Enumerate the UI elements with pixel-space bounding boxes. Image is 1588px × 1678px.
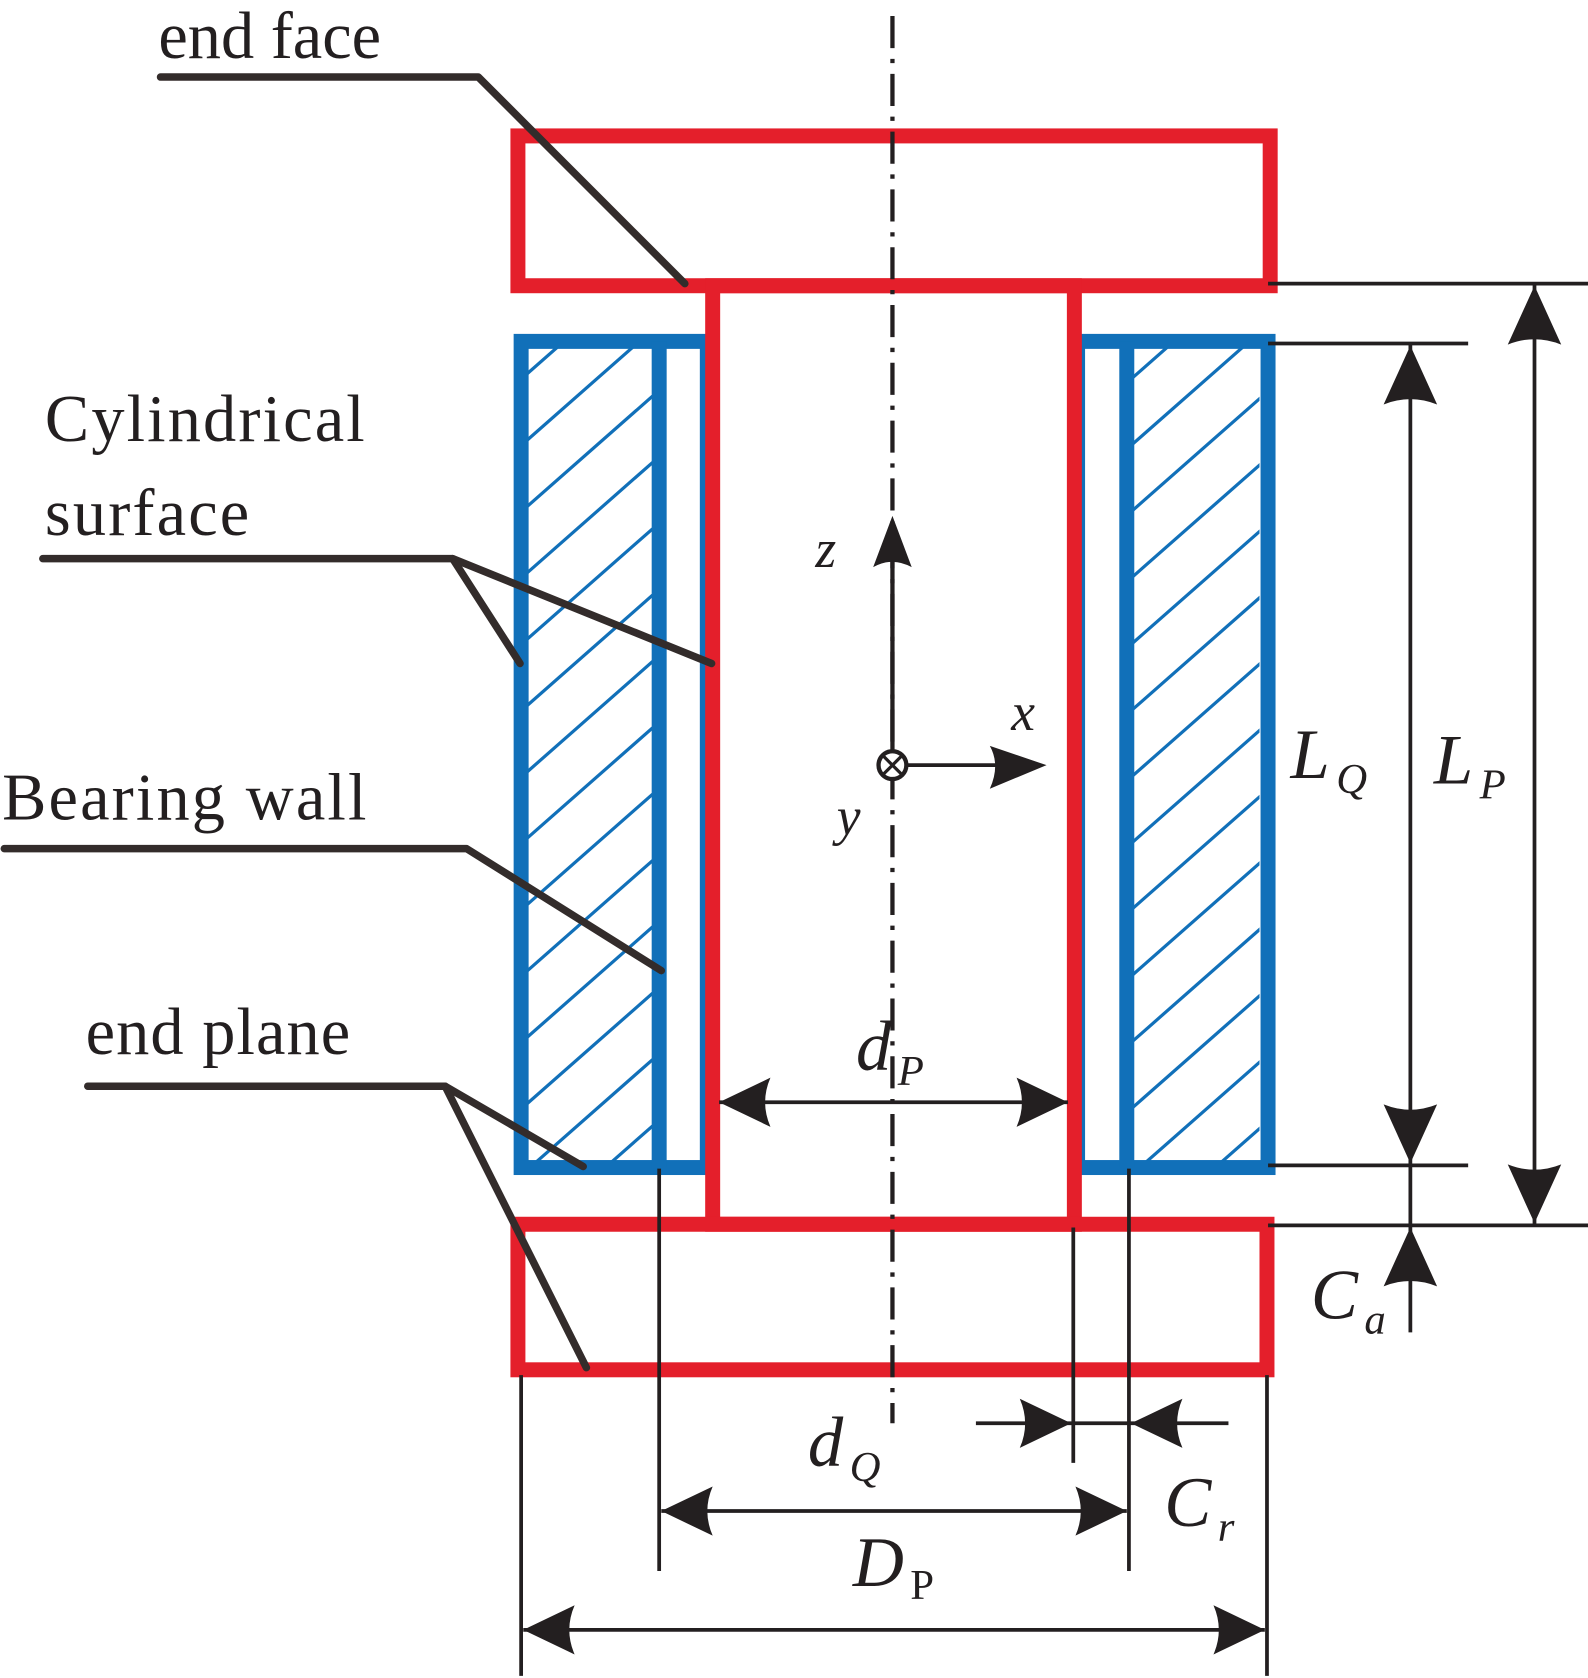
hatch-line <box>524 792 653 909</box>
right-bearing-hatch <box>1131 131 1263 1375</box>
right-bearing <box>1070 333 1276 1176</box>
y-axis-label: y <box>832 787 861 847</box>
hatch-line <box>1131 462 1260 580</box>
cylindrical-surface-label-line1: Cylindrical <box>45 383 367 456</box>
hatch-line <box>524 859 653 975</box>
end-face-label: end face <box>158 0 381 73</box>
coordinate-axes: z x y <box>814 515 1047 847</box>
callout-end-face: end face <box>156 0 689 288</box>
cylindrical-surface-label-line2: surface <box>45 477 251 550</box>
z-axis-label: z <box>814 519 836 579</box>
callout-end-plane: end plane <box>84 996 591 1372</box>
hatch-line <box>1131 794 1260 912</box>
hatch-line <box>1131 344 1173 381</box>
x-arrowhead <box>989 745 1047 789</box>
hatch-line <box>1131 662 1260 779</box>
hatch-line <box>1131 131 1263 247</box>
hatch-line <box>1141 1060 1260 1165</box>
hatch-line <box>1131 993 1260 1111</box>
hatch-line <box>524 1325 652 1438</box>
extension-lines <box>519 281 1588 1676</box>
hatch-line <box>1131 861 1260 978</box>
hatch-line <box>524 527 653 643</box>
hatch-line <box>1131 396 1260 513</box>
hatch-line <box>1131 529 1260 646</box>
hatch-line <box>606 1124 653 1165</box>
callout-cylindrical-surface: Cylindrical surface <box>39 383 716 668</box>
z-arrowhead <box>873 515 912 568</box>
hatch-line <box>524 925 653 1041</box>
hatch-line <box>531 1058 653 1165</box>
bearing-wall-label: Bearing wall <box>2 762 368 835</box>
hatch-line <box>524 394 653 511</box>
hatch-line <box>1131 595 1260 713</box>
hatch-line <box>524 593 653 710</box>
hatch-line <box>1131 728 1260 845</box>
hatch-line <box>524 461 653 577</box>
hatch-line <box>1131 1192 1263 1308</box>
left-bearing-hatch <box>524 344 653 1438</box>
hatch-line <box>524 660 653 776</box>
hatch-line <box>1131 1259 1263 1375</box>
hatch-line <box>1131 927 1260 1044</box>
hatch-line <box>1216 1126 1260 1165</box>
hatch-line <box>524 344 563 378</box>
hatch-line <box>524 991 653 1108</box>
end-plane-label: end plane <box>86 996 352 1069</box>
x-axis-label: x <box>1010 682 1035 742</box>
hatch-line <box>1131 344 1249 447</box>
hatch-line <box>1131 197 1263 313</box>
hatch-line <box>524 726 653 842</box>
callout-bearing-wall: Bearing wall <box>0 762 666 975</box>
